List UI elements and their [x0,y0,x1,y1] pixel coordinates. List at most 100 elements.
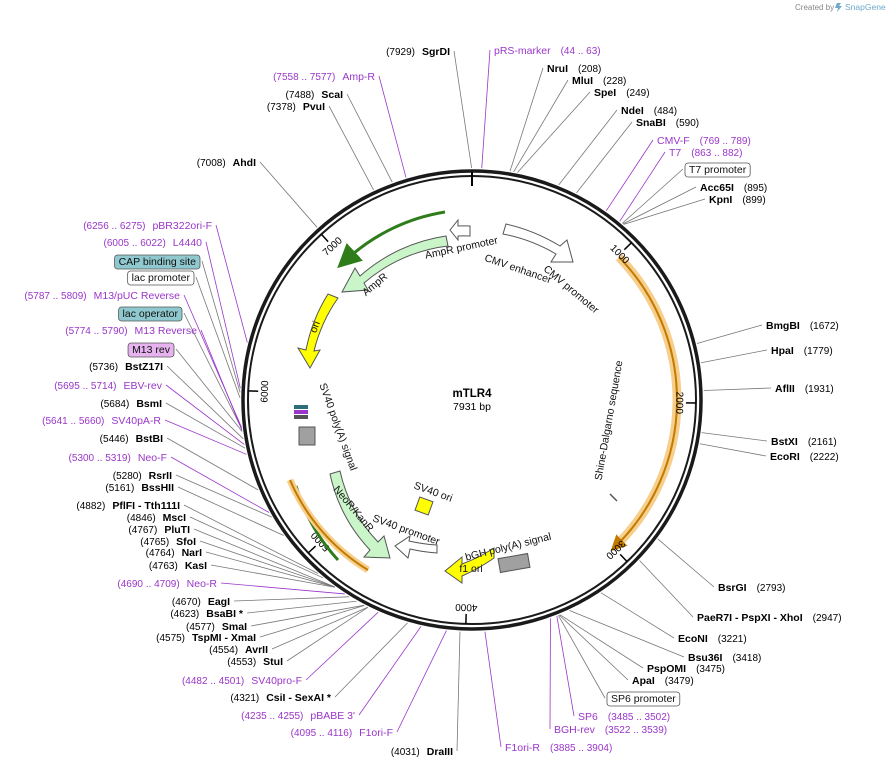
annotation-prs-marker[interactable]: pRS-marker(44 .. 63) [494,45,601,57]
neor-arrow[interactable] [329,470,391,559]
annotation-amp-r[interactable]: Amp-R(7558 .. 7577) [273,71,375,83]
annotation-ahdi[interactable]: AhdI(7008) [197,157,256,169]
site-name: NdeI [621,105,644,117]
leader-line [484,631,502,748]
f1ori-arrow[interactable] [444,547,495,584]
annotation-bmgbi[interactable]: BmgBI(1672) [766,320,839,332]
annotation-sv40pro-f[interactable]: SV40pro-F(4482 .. 4501) [182,675,302,687]
annotation-scai[interactable]: ScaI(7488) [285,89,343,101]
annotation-csii-sexai[interactable]: CsiI - SexAI *(4321) [230,692,332,704]
annotation-sp6[interactable]: SP6(3485 .. 3502) [578,711,670,723]
primer-name: SV40pA-R [111,415,161,427]
annotation-lac-operator[interactable]: lac operator [118,306,183,322]
leader-line [623,198,706,225]
annotation-rsrii[interactable]: RsrII(5280) [113,470,172,482]
annotation-stui[interactable]: StuI(4553) [227,656,283,668]
site-name: HpaI [771,345,794,357]
annotation-bstxi[interactable]: BstXI(2161) [771,436,837,448]
annotation-t7-promoter[interactable]: T7 promoter [684,162,751,178]
sv40-polya-block[interactable] [298,426,316,446]
site-name: SfoI [176,536,196,548]
annotation-bstz17i[interactable]: BstZ17I(5736) [89,361,163,373]
bgh-polya-block[interactable] [497,552,531,574]
annotation-pflfi-tth111i[interactable]: PflFI - Tth111I(4882) [76,500,180,512]
annotation-bsmi[interactable]: BsmI(5684) [100,398,162,410]
annotation-bsrgi[interactable]: BsrGI(2793) [718,582,786,594]
annotation-aflii[interactable]: AflII(1931) [775,383,834,395]
site-position: (4767) [128,525,157,536]
site-name: KasI [185,560,207,572]
annotation-sfoi[interactable]: SfoI(4765) [140,536,196,548]
annotation-f1ori-f[interactable]: F1ori-F(4095 .. 4116) [291,727,393,739]
annotation-hpai[interactable]: HpaI(1779) [771,345,833,357]
site-name: Bsu36I [688,652,723,664]
sv40-promoter-arrow[interactable] [394,534,438,559]
site-position: (228) [603,76,626,87]
leader-line [166,365,244,440]
annotation-f1ori-r[interactable]: F1ori-R(3885 .. 3904) [505,742,612,754]
annotation-nari[interactable]: NarI(4764) [146,547,202,559]
annotation-kpni[interactable]: KpnI(899) [709,194,766,206]
annotation-acc65i[interactable]: Acc65I(895) [700,182,767,194]
annotation-smai[interactable]: SmaI(4577) [186,621,247,633]
annotation-bsshii[interactable]: BssHII(5161) [105,482,174,494]
annotation-ecori[interactable]: EcoRI(2222) [770,451,839,463]
annotation-apai[interactable]: ApaI(3479) [632,675,694,687]
annotation-paer7i-pspxi-xhoi[interactable]: PaeR7I - PspXI - XhoI(2947) [697,612,842,624]
leader-line [346,93,393,183]
primer-name: M13 Reverse [135,325,198,337]
annotation-eagi[interactable]: EagI(4670) [172,596,230,608]
leader-line [259,161,318,228]
annotation-sgrdi[interactable]: SgrDI(7929) [386,46,450,58]
primer-name: Neo-R [187,578,218,590]
leader-line [701,432,768,442]
annotation-avrii[interactable]: AvrII(4554) [209,644,268,656]
annotation-t7[interactable]: T7(863 .. 882) [669,147,742,159]
annotation-ndei[interactable]: NdeI(484) [621,105,677,117]
annotation-lac-promoter[interactable]: lac promoter [127,270,195,286]
annotation-bsu36i[interactable]: Bsu36I(3418) [688,652,761,664]
leader-line [199,540,335,588]
primer-position: (6256 .. 6275) [83,221,145,232]
annotation-spei[interactable]: SpeI(249) [594,87,650,99]
annotation-cmv-f[interactable]: CMV-F(769 .. 789) [657,135,751,147]
site-position: (2793) [757,583,786,594]
annotation-nrui[interactable]: NruI(208) [547,63,601,75]
annotation-m13-reverse[interactable]: M13 Reverse(5774 .. 5790) [65,325,197,337]
site-name: PaeR7I - PspXI - XhoI [697,612,803,624]
primer-position: (5641 .. 5660) [42,416,104,427]
annotation-draiii[interactable]: DraIII(4031) [391,746,453,758]
annotation-bstbi[interactable]: BstBI(5446) [100,433,163,445]
primer-position: (4095 .. 4116) [291,728,353,739]
annotation-m13-puc-reverse[interactable]: M13/pUC Reverse(5787 .. 5809) [24,290,180,302]
annotation-pluti[interactable]: PluTI(4767) [128,524,190,536]
sv40-ori-block[interactable] [414,496,434,516]
annotation-cap-binding-site[interactable]: CAP binding site [114,254,201,270]
annotation-mlui[interactable]: MluI(228) [572,75,626,87]
annotation-kasi[interactable]: KasI(4763) [149,560,207,572]
annotation-econi[interactable]: EcoNI(3221) [678,633,747,645]
annotation-bsabi[interactable]: BsaBI *(4623) [170,608,244,620]
annotation-sp6-promoter[interactable]: SP6 promoter [606,691,681,707]
annotation-pbabe-3[interactable]: pBABE 3'(4235 .. 4255) [241,710,355,722]
annotation-m13-rev[interactable]: M13 rev [127,342,175,358]
feature-label-ori: ori [308,319,323,334]
ori-arrow[interactable] [296,293,339,369]
annotation-sv40pa-r[interactable]: SV40pA-R (5641 .. 5660) [42,415,161,427]
annotation-bgh-rev[interactable]: BGH-rev(3522 .. 3539) [554,724,667,736]
annotation-neo-f[interactable]: Neo-F(5300 .. 5319) [69,452,167,464]
annotation-pvui[interactable]: PvuI(7378) [267,101,325,113]
site-position: (4031) [391,747,420,758]
annotation-ebv-rev[interactable]: EBV-rev(5695 .. 5714) [54,380,163,392]
annotation-tspmi-xmai[interactable]: TspMI - XmaI(4575) [156,632,256,644]
annotation-pbr322ori-f[interactable]: pBR322ori-F(6256 .. 6275) [83,220,212,232]
annotation-msci[interactable]: MscI(4846) [127,512,186,524]
ampr-promoter-arrow[interactable] [449,218,471,242]
cmv-promoter-arrow[interactable] [502,223,574,263]
annotation-snabi[interactable]: SnaBI(590) [636,117,699,129]
annotation-neo-r[interactable]: Neo-R(4690 .. 4709) [117,578,217,590]
ampr-arrow[interactable] [341,235,449,293]
leader-line [622,186,697,225]
annotation-pspomi[interactable]: PspOMI(3475) [647,663,725,675]
annotation-l4440[interactable]: L4440(6005 .. 6022) [104,237,203,249]
